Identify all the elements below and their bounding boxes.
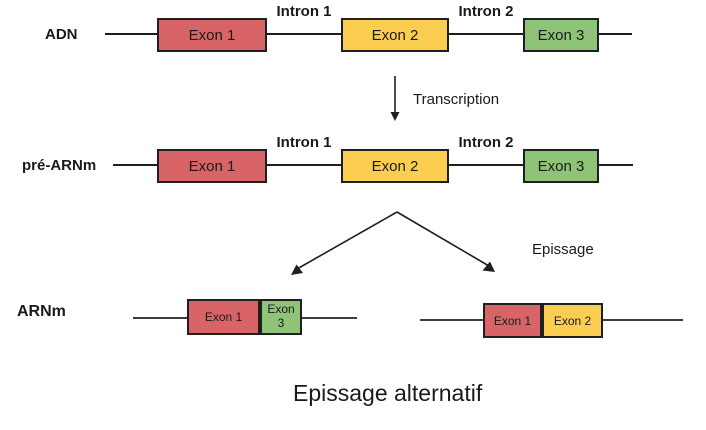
pre-arnm-intron2-label: Intron 2 [458,134,514,151]
epissage-label: Epissage [532,241,594,258]
diagram-title: Epissage alternatif [293,380,483,406]
pre-arnm-exon2-box: Exon 2 [341,149,449,183]
arnm-row-label: ARNm [17,303,66,320]
arnm-right-exon2-box: Exon 2 [542,303,603,338]
arnm-right-exon1-box: Exon 1 [483,303,542,338]
pre-arnm-exon3-box: Exon 3 [523,149,599,183]
splicing-arrows-icon [291,211,495,275]
transcription-arrow-icon [390,76,400,121]
adn-exon1-box: Exon 1 [157,18,267,52]
adn-intron2-label: Intron 2 [458,3,514,20]
adn-exon3-box: Exon 3 [523,18,599,52]
transcription-label: Transcription [413,91,500,108]
adn-exon2-box: Exon 2 [341,18,449,52]
pre-arnm-exon1-box: Exon 1 [157,149,267,183]
arnm-left-exon3-box: Exon 3 [260,299,302,335]
adn-row-label: ADN [45,26,78,43]
pre-arnm-intron1-label: Intron 1 [276,134,332,151]
adn-intron1-label: Intron 1 [276,3,332,20]
pre-arnm-row-label: pré-ARNm [22,157,97,174]
arnm-left-exon1-box: Exon 1 [187,299,260,335]
